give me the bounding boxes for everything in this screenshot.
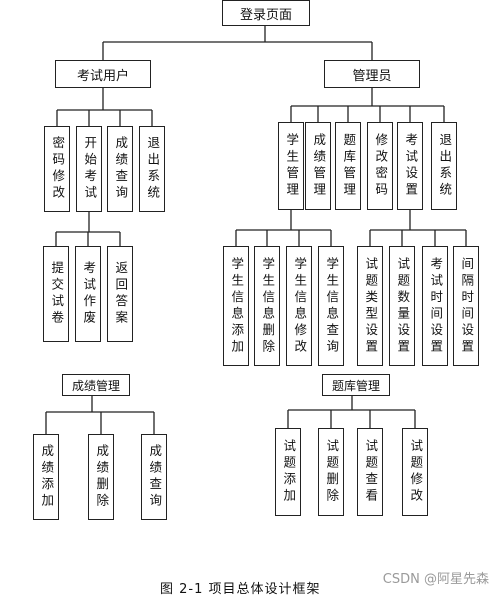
question-delete-box: 试题删除 bbox=[318, 428, 344, 516]
csdn-watermark: CSDN @阿星先森 bbox=[382, 572, 489, 587]
score-query-box: 成绩查询 bbox=[141, 434, 167, 520]
student-info-query-box: 学生信息查询 bbox=[318, 246, 344, 366]
connector bbox=[45, 396, 155, 434]
student-info-delete-box: 学生信息删除 bbox=[254, 246, 280, 366]
question-add-box: 试题添加 bbox=[275, 428, 301, 516]
connector bbox=[287, 396, 416, 428]
connector bbox=[290, 88, 445, 122]
login-page-box: 登录页面 bbox=[222, 0, 310, 26]
student-management-box: 学生管理 bbox=[278, 122, 304, 210]
user-score-query-box: 成绩查询 bbox=[107, 126, 133, 212]
admin-exit-system-box: 退出系统 bbox=[431, 122, 457, 210]
admin-question-bank-box: 题库管理 bbox=[335, 122, 361, 210]
connector bbox=[369, 210, 467, 246]
exam-settings-box: 考试设置 bbox=[397, 122, 423, 210]
user-password-change-box: 密码修改 bbox=[44, 126, 70, 212]
connector bbox=[102, 26, 373, 60]
question-edit-box: 试题修改 bbox=[402, 428, 428, 516]
exam-time-setting-box: 考试时间设置 bbox=[422, 246, 448, 366]
return-answer-box: 返回答案 bbox=[107, 246, 133, 342]
exam-user-box: 考试用户 bbox=[55, 60, 151, 88]
void-exam-box: 考试作废 bbox=[75, 246, 101, 342]
question-type-setting-box: 试题类型设置 bbox=[357, 246, 383, 366]
question-bank-title-box: 题库管理 bbox=[322, 374, 390, 396]
connector bbox=[55, 212, 121, 246]
student-info-edit-box: 学生信息修改 bbox=[286, 246, 312, 366]
admin-score-management-box: 成绩管理 bbox=[305, 122, 331, 210]
connector bbox=[235, 210, 332, 246]
question-view-box: 试题查看 bbox=[357, 428, 383, 516]
connector bbox=[56, 88, 153, 126]
user-exit-system-box: 退出系统 bbox=[139, 126, 165, 212]
score-delete-box: 成绩删除 bbox=[88, 434, 114, 520]
interval-time-setting-box: 间隔时间设置 bbox=[453, 246, 479, 366]
score-management-title-box: 成绩管理 bbox=[62, 374, 130, 396]
user-start-exam-box: 开始考试 bbox=[76, 126, 102, 212]
submit-paper-box: 提交试卷 bbox=[43, 246, 69, 342]
question-count-setting-box: 试题数量设置 bbox=[389, 246, 415, 366]
student-info-add-box: 学生信息添加 bbox=[223, 246, 249, 366]
figure-caption: 图 2-1 项目总体设计框架 bbox=[160, 582, 321, 597]
admin-box: 管理员 bbox=[324, 60, 420, 88]
admin-password-change-box: 修改密码 bbox=[367, 122, 393, 210]
score-add-box: 成绩添加 bbox=[33, 434, 59, 520]
